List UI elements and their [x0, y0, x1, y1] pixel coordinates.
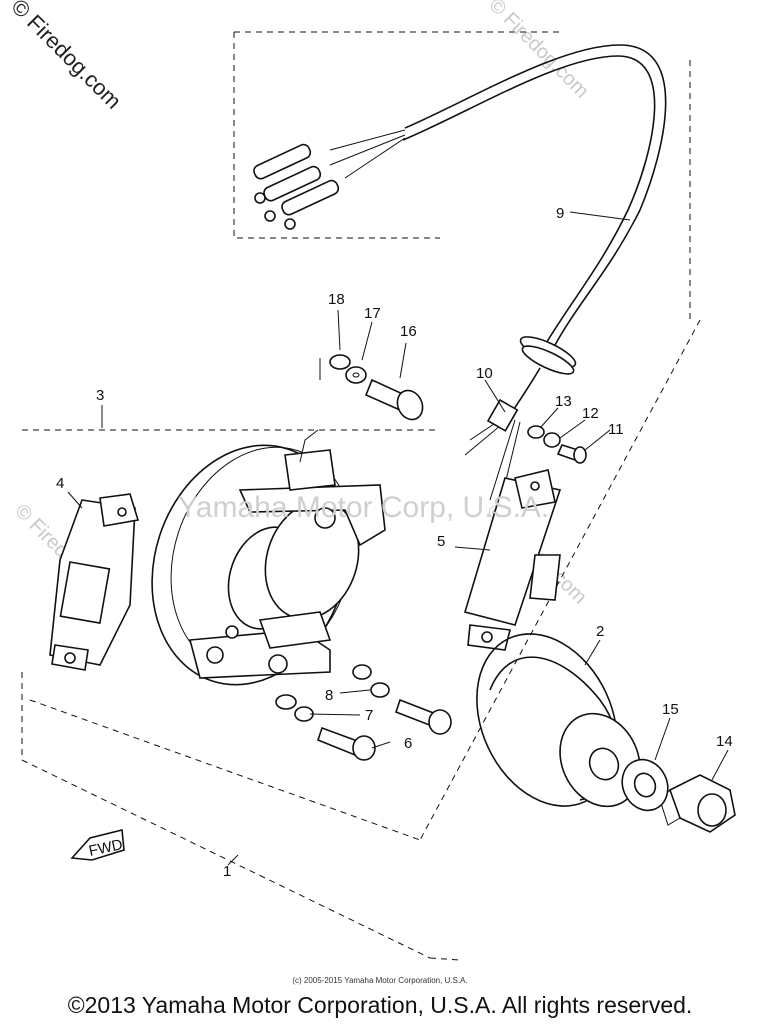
part-label-3: 3	[96, 387, 104, 404]
leader-lines	[67, 211, 729, 866]
part-label-17: 17	[364, 305, 381, 322]
part-label-14: 14	[716, 733, 733, 750]
part-label-9: 9	[556, 205, 564, 222]
part-label-6: 6	[404, 735, 412, 752]
wire-connector-pins	[253, 143, 340, 230]
screw-16-group	[329, 354, 424, 421]
fwd-label: FWD	[87, 836, 124, 860]
flywheel-nut	[659, 774, 736, 833]
ignition-coil	[463, 469, 562, 651]
part-label-2: 2	[596, 623, 604, 640]
footer-small-copyright: (c) 2005-2015 Yamaha Motor Corporation, …	[292, 976, 468, 985]
stator-plate	[151, 358, 386, 686]
assembly-outline-9	[233, 31, 691, 320]
part-label-15: 15	[662, 701, 679, 718]
assembly-outline-1	[21, 319, 701, 961]
footer-copyright: ©2013 Yamaha Motor Corporation, U.S.A. A…	[67, 992, 693, 1018]
cdi-unit-left	[49, 493, 140, 671]
watermark-center: Yamaha Motor Corp, U.S.A.	[178, 491, 549, 524]
part-label-13: 13	[555, 393, 572, 410]
part-label-4: 4	[56, 475, 64, 492]
part-label-7: 7	[365, 707, 373, 724]
part-label-18: 18	[328, 291, 345, 308]
part-label-5: 5	[437, 533, 445, 550]
watermark-corner: © Firedog.com	[6, 0, 126, 114]
flywheel-rotor	[476, 633, 641, 808]
part-label-16: 16	[400, 323, 417, 340]
part-label-1: 1	[223, 863, 231, 880]
wire-harness	[253, 44, 667, 506]
screw-6-group	[275, 664, 452, 761]
fwd-arrow: FWD	[70, 828, 125, 861]
flywheel-washer	[621, 758, 669, 812]
part-label-11: 11	[608, 421, 624, 438]
watermark-faint-top: © Firedog.com	[484, 0, 593, 102]
part-label-8: 8	[325, 687, 333, 704]
wire-grommet	[519, 336, 577, 375]
part-label-10: 10	[476, 365, 493, 382]
part-labels: 1 2 3 4 5 6 7 8 9 10 11 12 13 14 15 16 1…	[56, 205, 733, 880]
screw-11-group	[527, 425, 587, 464]
part-label-12: 12	[582, 405, 599, 422]
